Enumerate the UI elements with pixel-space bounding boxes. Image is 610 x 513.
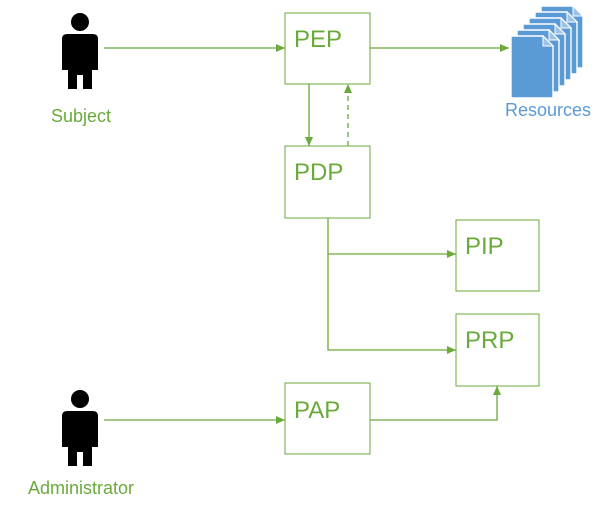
actor-administrator[interactable]: Administrator <box>28 390 134 498</box>
node-pap[interactable]: PAP <box>284 382 371 455</box>
node-pdp-label: PDP <box>294 159 343 186</box>
edge-pdp-to-pip <box>327 218 456 258</box>
edge-pap-to-prp <box>370 386 501 421</box>
node-pap-label: PAP <box>294 397 340 424</box>
person-icon <box>62 13 98 89</box>
edges <box>104 44 509 424</box>
document-stack-icon <box>510 4 585 99</box>
actor-subject[interactable]: Subject <box>51 13 111 126</box>
resources-label: Resources <box>505 100 591 120</box>
node-pip[interactable]: PIP <box>455 219 540 292</box>
actor-administrator-label: Administrator <box>28 478 134 498</box>
actor-subject-label: Subject <box>51 106 111 126</box>
person-icon <box>62 390 98 466</box>
node-prp-label: PRP <box>465 327 514 354</box>
resources[interactable]: Resources <box>505 4 591 120</box>
node-pep[interactable]: PEP <box>284 12 371 85</box>
edge-pdp-to-prp <box>327 254 456 354</box>
node-pep-label: PEP <box>294 26 342 53</box>
node-pip-label: PIP <box>465 233 504 260</box>
node-prp[interactable]: PRP <box>455 313 540 387</box>
node-pdp[interactable]: PDP <box>284 145 371 219</box>
